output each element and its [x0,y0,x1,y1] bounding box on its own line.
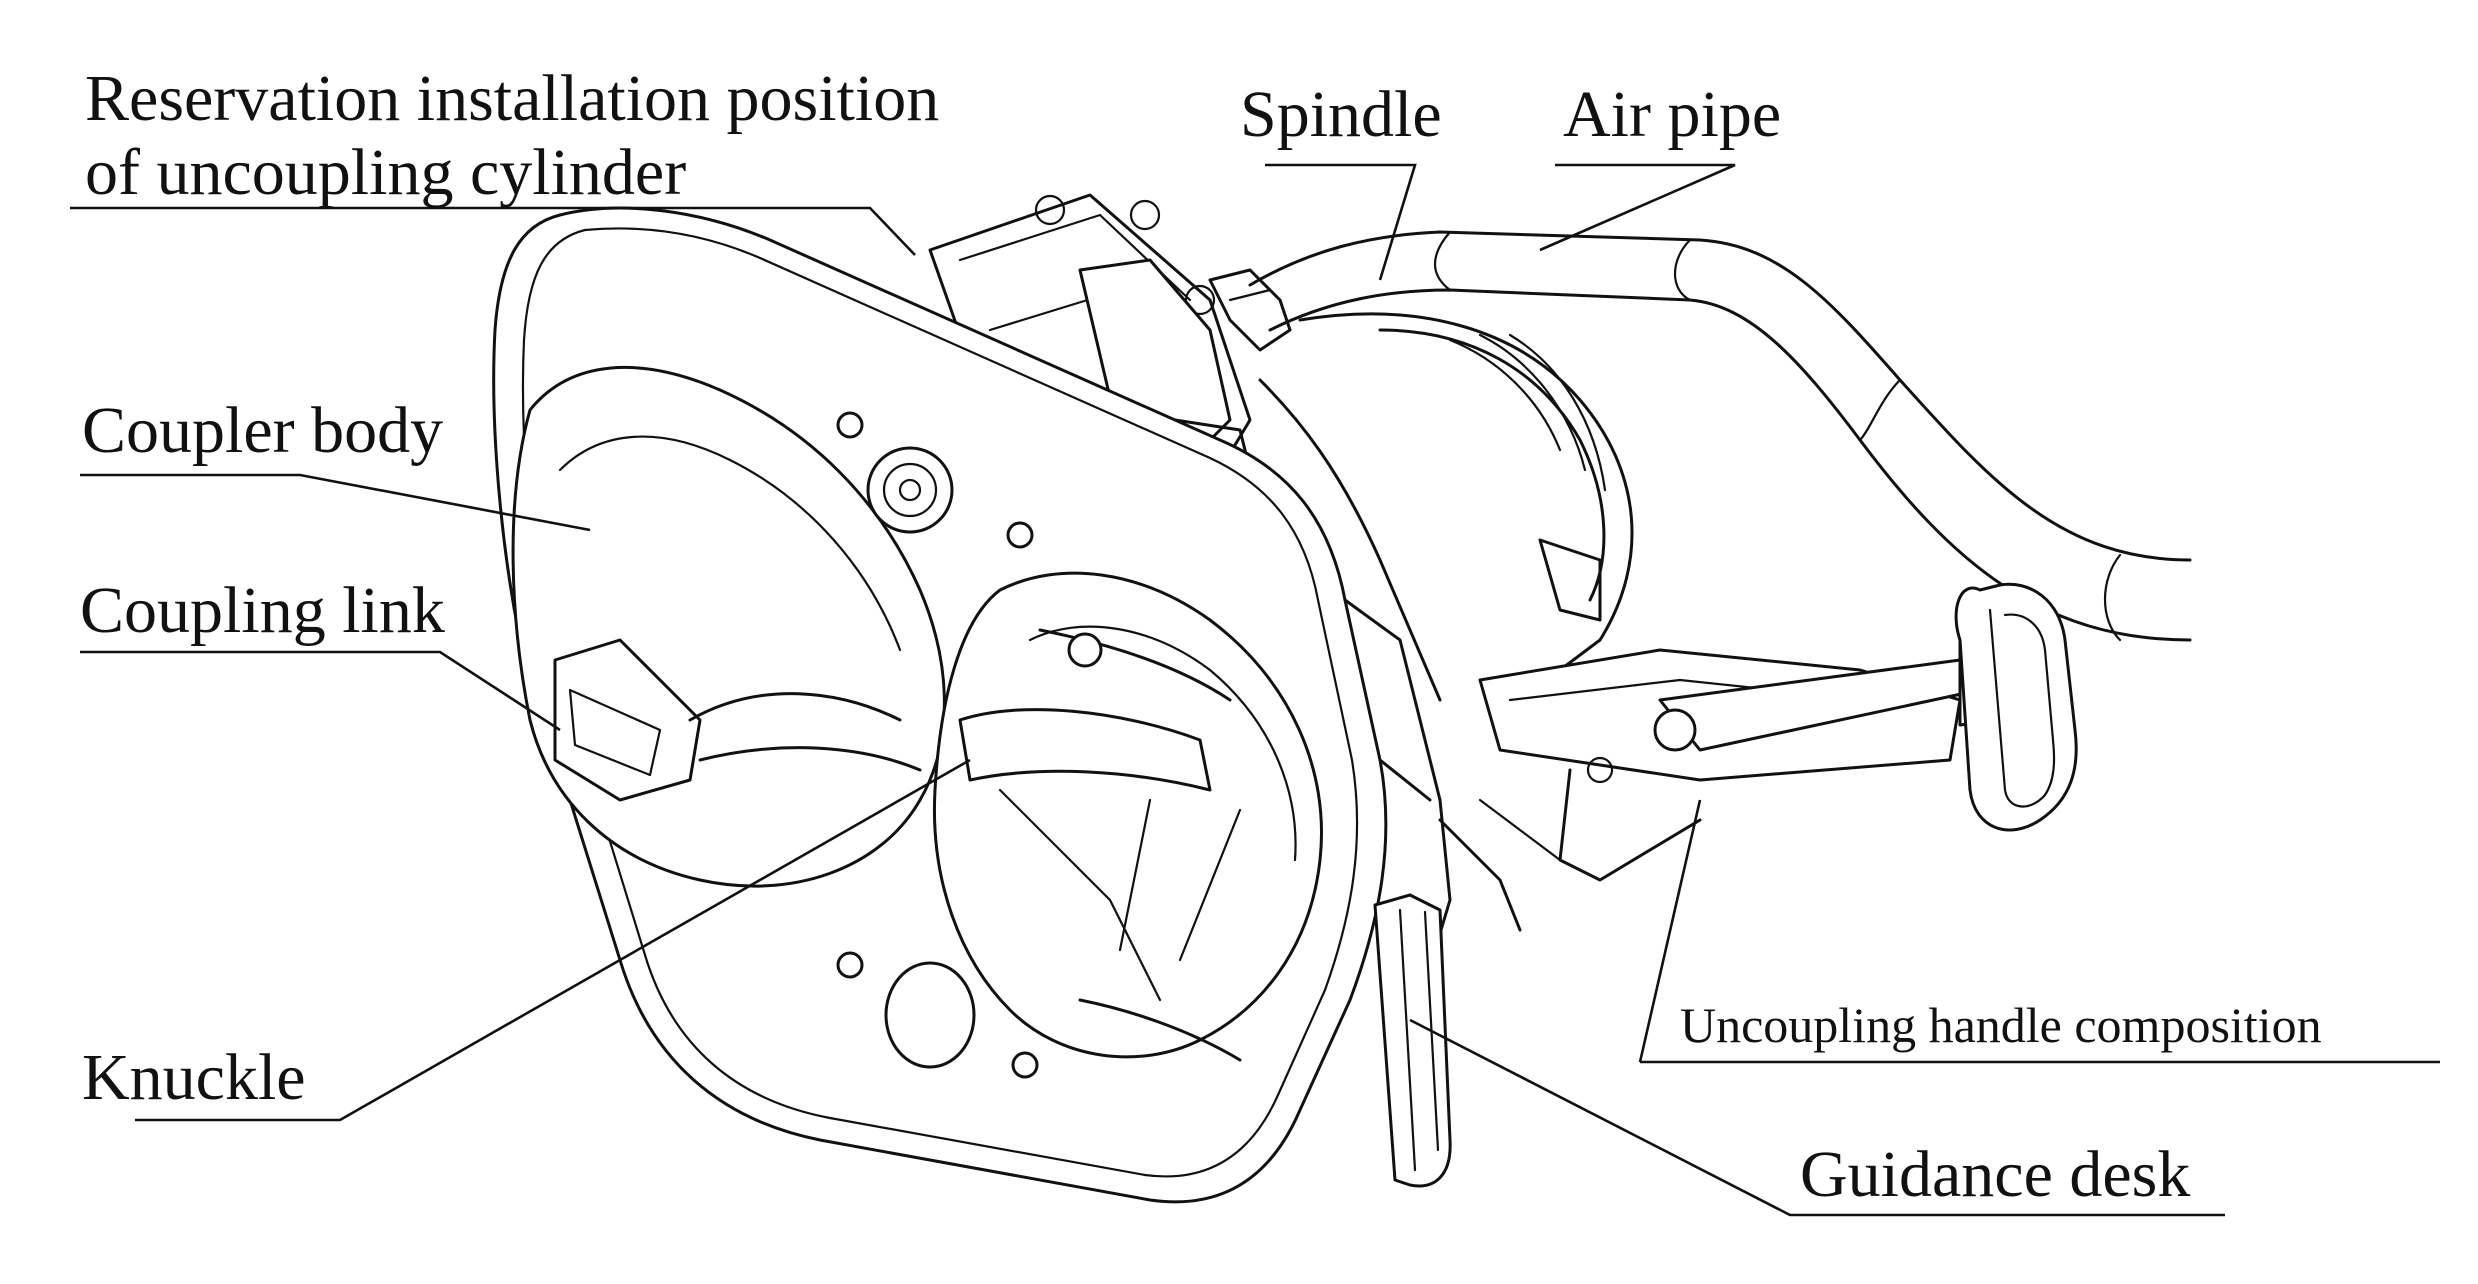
label-spindle: Spindle [1240,78,1442,151]
leader-lines [70,163,2440,1217]
guidance-desk-drawing [1373,893,1452,1188]
label-coupler-body: Coupler body [82,394,444,467]
label-uncoupling-handle: Uncoupling handle composition [1680,997,2322,1053]
rear-housing-drawing [1258,312,1634,702]
label-air-pipe: Air pipe [1563,78,1782,151]
air-pipe-drawing [1248,230,2192,642]
plate-bolts-drawing [836,411,1039,1079]
uncoupling-handle-drawing [1438,582,2078,932]
coupler-body-drawing [511,366,946,888]
label-coupling-link: Coupling link [80,574,445,647]
label-reservation-line1: Reservation installation position [85,62,940,135]
label-guidance-desk: Guidance desk [1800,1138,2191,1211]
label-reservation-line2: of uncoupling cylinder [85,136,687,209]
knuckle-drawing [932,571,1323,1062]
label-knuckle: Knuckle [82,1041,306,1114]
